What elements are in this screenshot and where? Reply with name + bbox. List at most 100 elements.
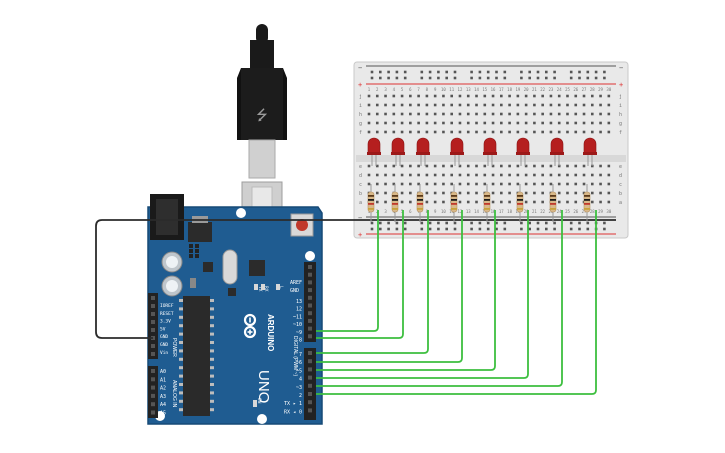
- breadboard-hole[interactable]: [599, 200, 602, 204]
- breadboard-hole[interactable]: [500, 103, 503, 107]
- resistor[interactable]: [416, 184, 424, 222]
- breadboard-hole[interactable]: [508, 164, 511, 168]
- breadboard-hole[interactable]: [590, 103, 594, 107]
- breadboard-hole[interactable]: [367, 173, 371, 177]
- breadboard-hole[interactable]: [508, 112, 511, 116]
- breadboard-hole[interactable]: [590, 191, 594, 195]
- rail-hole[interactable]: [387, 70, 390, 74]
- reset-button-cap[interactable]: [296, 219, 308, 231]
- breadboard-hole[interactable]: [425, 121, 429, 125]
- rail-hole[interactable]: [395, 76, 399, 80]
- breadboard-hole[interactable]: [475, 103, 478, 107]
- breadboard-hole[interactable]: [475, 173, 478, 177]
- breadboard-hole[interactable]: [541, 112, 544, 116]
- rail-hole[interactable]: [594, 70, 598, 74]
- rail-hole[interactable]: [437, 70, 440, 74]
- breadboard-hole[interactable]: [375, 121, 379, 125]
- rail-hole[interactable]: [545, 76, 548, 80]
- rail-hole[interactable]: [569, 227, 573, 231]
- breadboard-hole[interactable]: [599, 112, 602, 116]
- breadboard-hole[interactable]: [475, 182, 478, 186]
- breadboard-hole[interactable]: [458, 130, 462, 134]
- breadboard-hole[interactable]: [442, 200, 445, 204]
- rail-hole[interactable]: [437, 227, 440, 231]
- breadboard-hole[interactable]: [433, 191, 437, 195]
- breadboard-hole[interactable]: [590, 121, 594, 125]
- ground-wire[interactable]: [95, 219, 616, 339]
- breadboard-hole[interactable]: [582, 164, 586, 168]
- breadboard-hole[interactable]: [524, 173, 528, 177]
- breadboard-hole[interactable]: [599, 173, 602, 177]
- breadboard-hole[interactable]: [491, 182, 495, 186]
- breadboard-hole[interactable]: [442, 112, 445, 116]
- breadboard-hole[interactable]: [582, 173, 586, 177]
- rail-hole[interactable]: [503, 70, 507, 74]
- breadboard-hole[interactable]: [541, 173, 544, 177]
- breadboard-hole[interactable]: [500, 200, 503, 204]
- rail-hole[interactable]: [379, 221, 382, 225]
- breadboard-hole[interactable]: [508, 94, 511, 98]
- breadboard-hole[interactable]: [483, 164, 487, 168]
- rail-hole[interactable]: [553, 70, 556, 74]
- signal-wires[interactable]: [316, 210, 597, 395]
- resistor[interactable]: [549, 184, 557, 222]
- breadboard-hole[interactable]: [541, 200, 544, 204]
- breadboard-hole[interactable]: [599, 103, 602, 107]
- rail-hole[interactable]: [453, 70, 457, 74]
- led[interactable]: [391, 137, 405, 166]
- rail-hole[interactable]: [370, 76, 374, 80]
- rail-hole[interactable]: [470, 227, 473, 231]
- breadboard-hole[interactable]: [450, 182, 453, 186]
- rail-hole[interactable]: [420, 227, 424, 231]
- breadboard-hole[interactable]: [384, 164, 387, 168]
- breadboard-hole[interactable]: [590, 130, 594, 134]
- breadboard-hole[interactable]: [590, 182, 594, 186]
- breadboard-hole[interactable]: [433, 164, 437, 168]
- rail-hole[interactable]: [545, 221, 548, 225]
- rail-hole[interactable]: [403, 227, 407, 231]
- rail-hole[interactable]: [603, 76, 606, 80]
- rail-hole[interactable]: [379, 70, 382, 74]
- rail-hole[interactable]: [370, 70, 374, 74]
- rail-hole[interactable]: [478, 76, 482, 80]
- rail-hole[interactable]: [445, 76, 448, 80]
- breadboard-hole[interactable]: [574, 130, 578, 134]
- breadboard-hole[interactable]: [508, 191, 511, 195]
- rail-hole[interactable]: [478, 227, 482, 231]
- resistors[interactable]: [367, 184, 591, 222]
- breadboard-hole[interactable]: [574, 182, 578, 186]
- breadboard-hole[interactable]: [557, 103, 561, 107]
- rail-hole[interactable]: [379, 227, 382, 231]
- rail-hole[interactable]: [603, 221, 606, 225]
- breadboard-hole[interactable]: [607, 103, 611, 107]
- breadboard-hole[interactable]: [433, 103, 437, 107]
- breadboard-hole[interactable]: [384, 191, 387, 195]
- breadboard-hole[interactable]: [400, 121, 404, 125]
- breadboard-hole[interactable]: [582, 130, 586, 134]
- breadboard-hole[interactable]: [557, 94, 561, 98]
- breadboard-hole[interactable]: [557, 173, 561, 177]
- rail-hole[interactable]: [478, 70, 482, 74]
- rail-hole[interactable]: [536, 76, 540, 80]
- breadboard-hole[interactable]: [491, 112, 495, 116]
- rail-hole[interactable]: [437, 76, 440, 80]
- breadboard-hole[interactable]: [574, 173, 578, 177]
- breadboard-hole[interactable]: [375, 191, 379, 195]
- breadboard-hole[interactable]: [574, 94, 578, 98]
- resistor[interactable]: [483, 184, 491, 222]
- breadboard-hole[interactable]: [450, 103, 453, 107]
- breadboard-hole[interactable]: [475, 112, 478, 116]
- breadboard-hole[interactable]: [442, 121, 445, 125]
- rail-hole[interactable]: [594, 76, 598, 80]
- signal-wire[interactable]: [316, 210, 563, 387]
- breadboard-hole[interactable]: [367, 112, 371, 116]
- rail-hole[interactable]: [495, 221, 498, 225]
- breadboard-hole[interactable]: [483, 121, 487, 125]
- breadboard-hole[interactable]: [392, 94, 396, 98]
- led[interactable]: [483, 137, 497, 166]
- rail-hole[interactable]: [503, 227, 507, 231]
- resistor[interactable]: [583, 184, 591, 222]
- breadboard-hole[interactable]: [607, 200, 611, 204]
- breadboard-hole[interactable]: [450, 94, 453, 98]
- breadboard-hole[interactable]: [607, 121, 611, 125]
